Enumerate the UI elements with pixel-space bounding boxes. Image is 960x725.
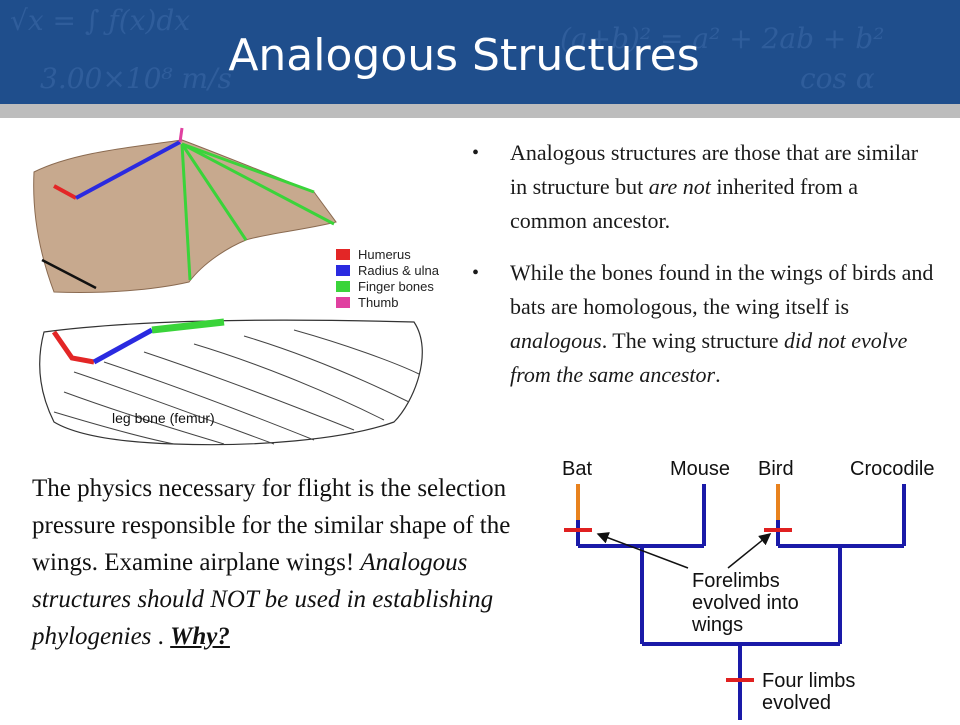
tree-branches [576,484,906,720]
taxon-label-bat: Bat [562,458,593,480]
header-divider [0,104,960,118]
header-math-decoration: cos α [800,62,875,95]
legend-item-finger-bones: Finger bones [336,278,466,294]
bullet-icon: • [472,142,480,164]
bullet-item: • Analogous structures are those that ar… [470,136,940,238]
legend-item-thumb: Thumb [336,294,466,310]
taxon-label-mouse: Mouse [670,458,731,480]
forelimbs-note: Forelimbs evolved into wings [692,570,799,636]
legend-swatch [336,296,350,308]
cladogram-tree [564,484,906,720]
header-math-decoration: √x = ∫ ƒ(x)dx [10,4,191,37]
legend-item-radius-ulna: Radius & ulna [336,262,466,278]
four-limbs-note: Four limbs evolved [762,670,856,714]
taxon-label-crocodile: Crocodile [850,458,935,480]
cladogram: Bat Mouse Bird Crocodile Forelimbs evolv… [540,448,960,720]
explanation-paragraph: The physics necessary for flight is the … [32,475,511,650]
bullet-item: • While the bones found in the wings of … [470,256,940,392]
bullet-icon: • [472,262,480,284]
femur-label: leg bone (femur) [112,410,215,426]
legend-swatch [336,264,350,276]
legend-swatch [336,280,350,292]
header-math-decoration: 3.00×10⁸ m/s [40,62,232,95]
why-question: Why? [170,623,230,650]
bone-legend: Humerus Radius & ulna Finger bones Thumb [336,246,466,310]
forelimb-branches [576,484,780,520]
wing-illustration: leg bone (femur) [14,122,464,462]
taxon-label-bird: Bird [758,458,794,480]
header-math-decoration: (a+b)² = a² + 2ab + b² [560,22,885,55]
wing-drawing [33,127,423,446]
slide-title: Analogous Structures [228,30,700,81]
bullet-list: • Analogous structures are those that ar… [470,136,940,410]
trait-markers [564,528,792,682]
legend-item-humerus: Humerus [336,246,466,262]
legend-swatch [336,248,350,260]
slide-header: √x = ∫ ƒ(x)dx (a+b)² = a² + 2ab + b² 3.0… [0,0,960,104]
